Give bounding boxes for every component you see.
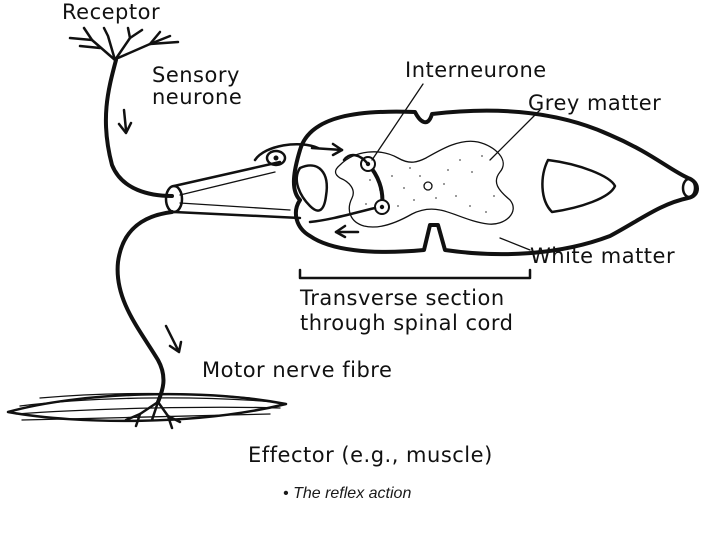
motor-exit-arrow bbox=[334, 224, 360, 239]
label-sensory-line2: neurone bbox=[152, 85, 242, 109]
label-sensory-line1: Sensory bbox=[152, 63, 240, 87]
right-white-matter-cavity bbox=[541, 158, 617, 214]
sensory-arrow bbox=[117, 108, 133, 135]
label-transverse-line1: Transverse section bbox=[299, 286, 505, 310]
label-motor-nerve: Motor nerve fibre bbox=[202, 358, 392, 382]
cord-edge-notch bbox=[681, 177, 697, 199]
motor-arrow bbox=[164, 324, 183, 354]
sensory-neurone-fibre bbox=[103, 58, 174, 198]
label-effector: Effector (e.g., muscle) bbox=[248, 443, 493, 467]
grey-matter-region bbox=[334, 140, 514, 228]
interneurone bbox=[308, 153, 390, 224]
caption-text: The reflex action bbox=[293, 485, 412, 502]
sensory-cord-arrow bbox=[310, 142, 344, 157]
spinal-nerve bbox=[164, 160, 302, 220]
motor-nerve-fibre bbox=[115, 210, 174, 404]
label-transverse-line2: through spinal cord bbox=[300, 311, 513, 335]
effector-muscle bbox=[6, 392, 288, 430]
left-white-matter-cavity bbox=[295, 164, 329, 212]
label-pointers bbox=[371, 83, 541, 251]
dorsal-root-ganglion bbox=[253, 142, 320, 167]
label-white-matter: White matter bbox=[530, 244, 675, 268]
receptor-dendrites bbox=[68, 26, 180, 62]
reflex-arc-diagram: Receptor Sensory neurone Interneurone Gr… bbox=[6, 0, 699, 467]
caption-bullet: • bbox=[283, 485, 289, 502]
label-interneurone: Interneurone bbox=[405, 58, 547, 82]
section-bracket bbox=[298, 268, 532, 280]
label-grey-matter: Grey matter bbox=[528, 91, 661, 115]
label-receptor: Receptor bbox=[62, 0, 160, 24]
slide-caption: • The reflex action bbox=[283, 485, 411, 503]
central-canal bbox=[423, 181, 433, 191]
